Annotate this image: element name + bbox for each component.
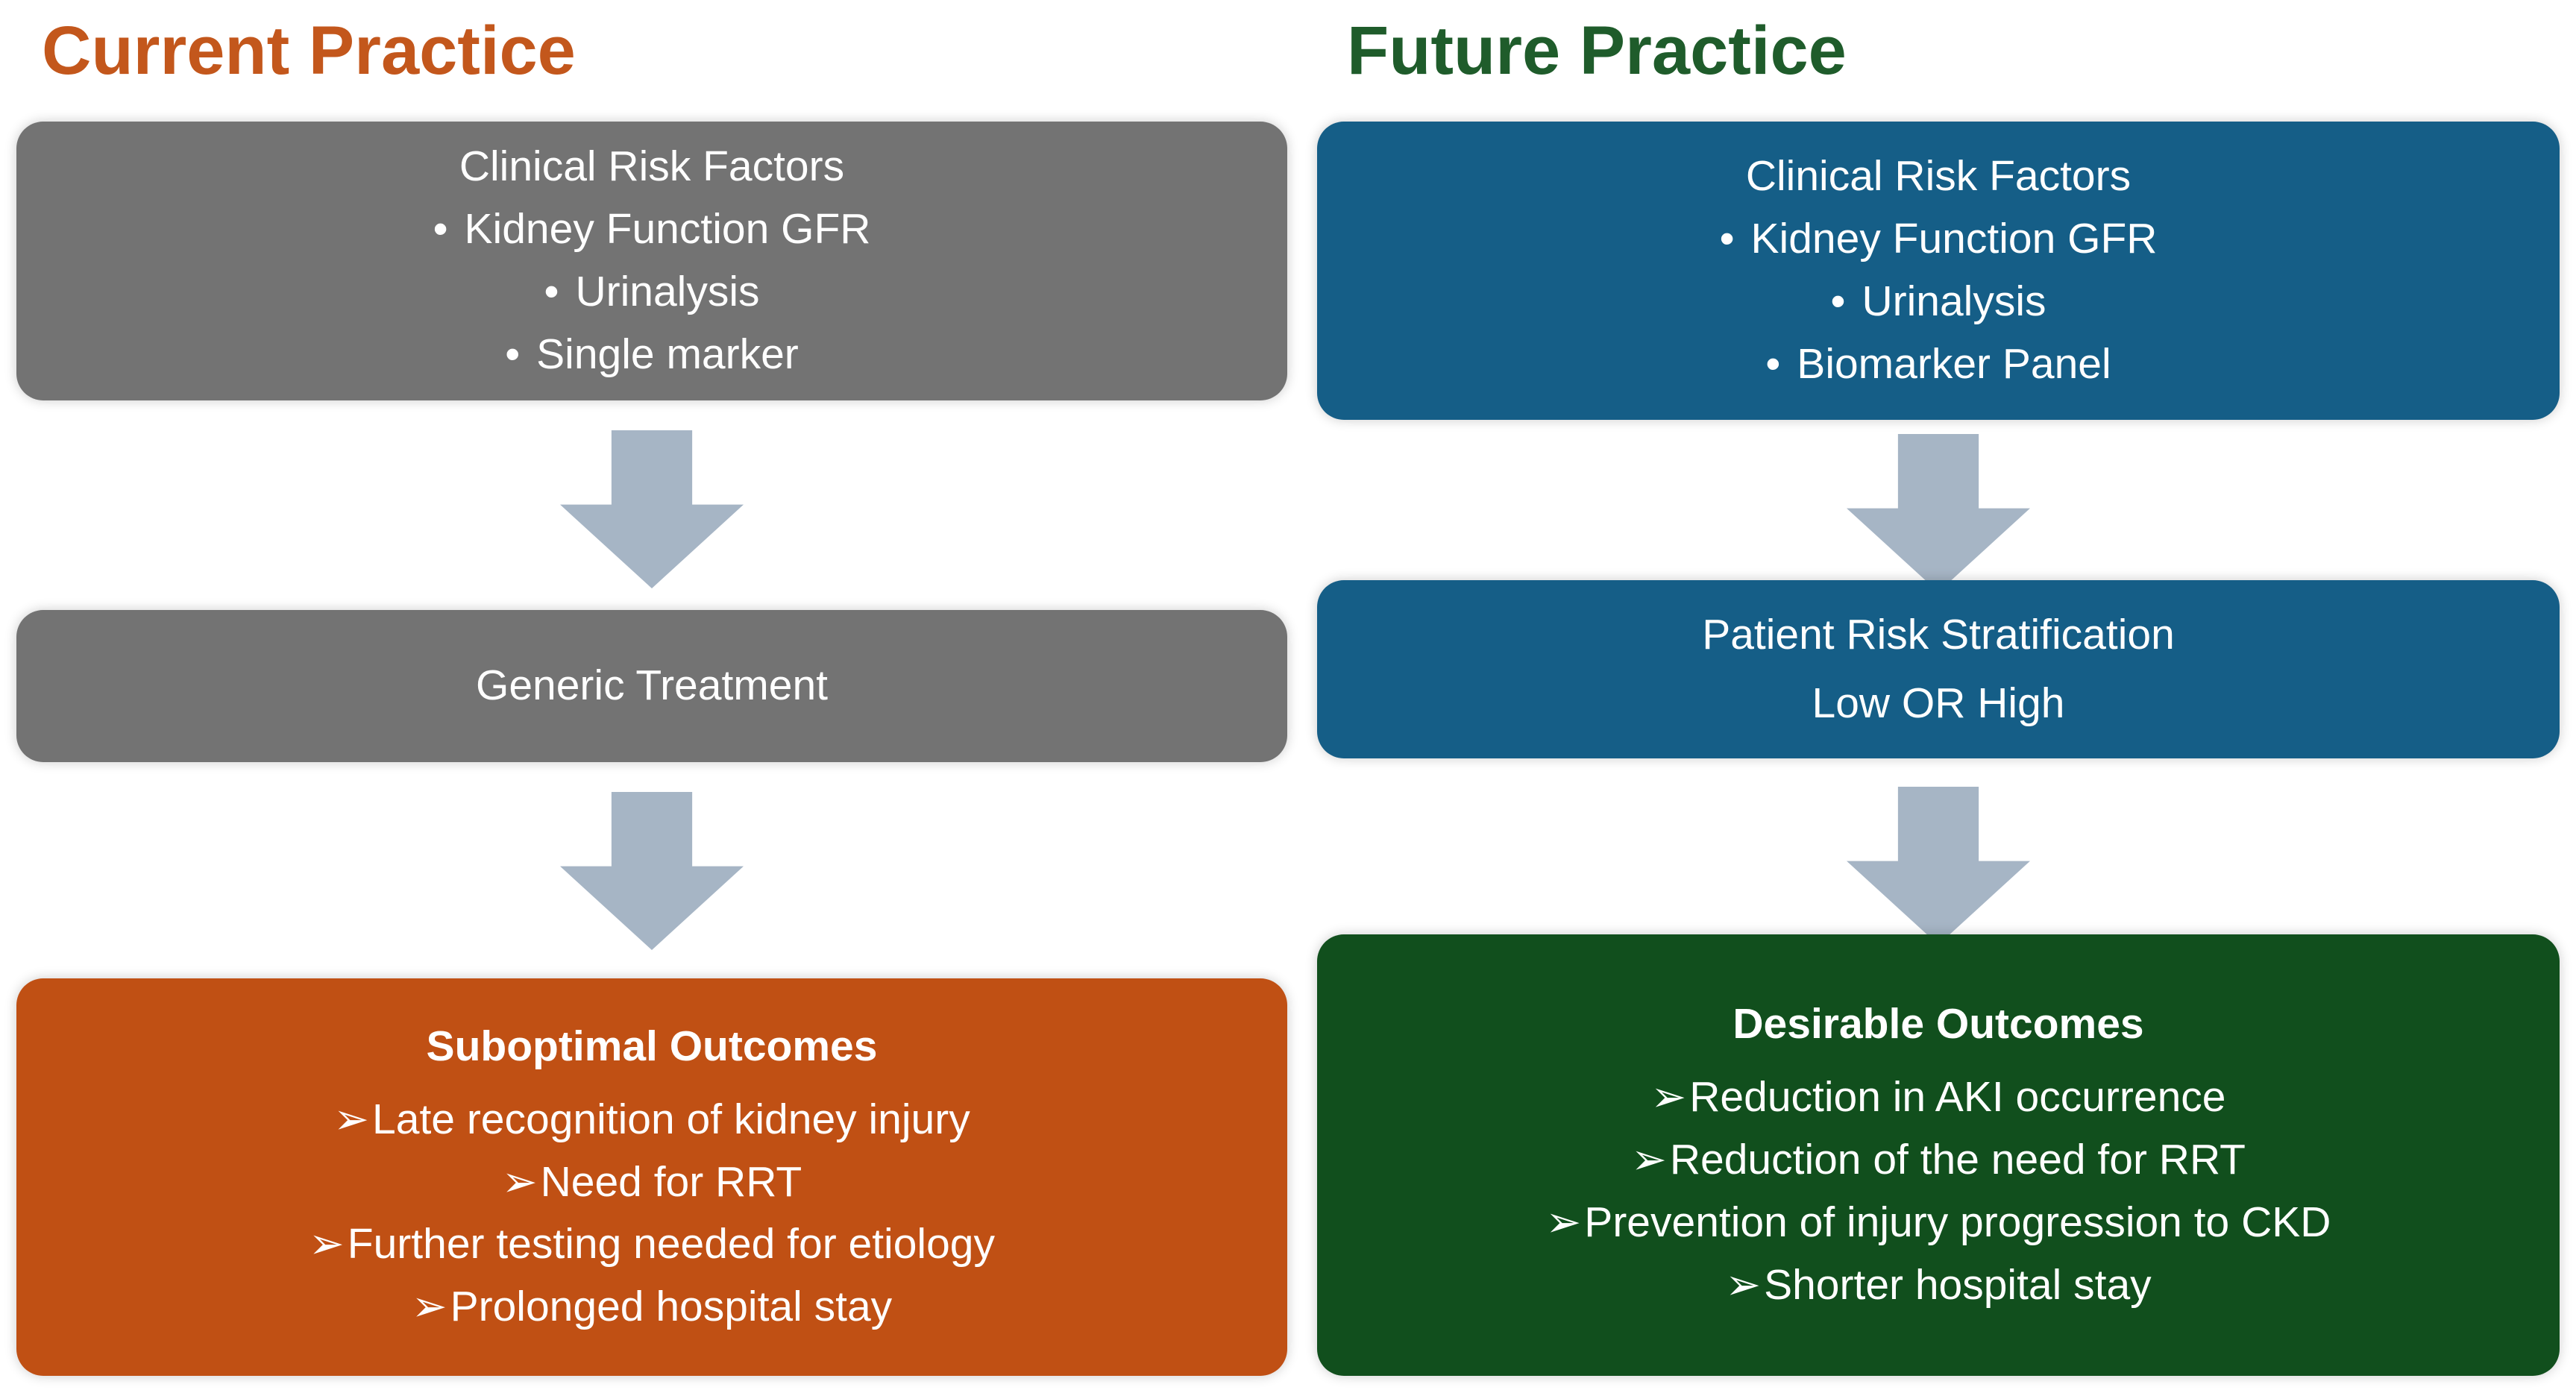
down-arrow-icon [1847, 787, 2030, 945]
bullet-text: Reduction of the need for RRT [1669, 1136, 2246, 1184]
desirable-outcomes-box: Desirable Outcomes ➢ Reduction in AKI oc… [1317, 934, 2560, 1376]
box-text: Patient Risk Stratification [1702, 610, 2175, 658]
down-arrow-icon [560, 430, 744, 588]
bullet-line: • Urinalysis [544, 268, 759, 316]
current-clinical-risk-factors-box: Clinical Risk Factors • Kidney Function … [16, 122, 1287, 400]
bullet-line: • Urinalysis [1830, 277, 2046, 326]
bullet-line: • Biomarker Panel [1765, 339, 2111, 389]
bullet-text: Late recognition of kidney injury [372, 1095, 970, 1143]
bullet-text: Kidney Function GFR [1750, 215, 2158, 263]
dot-bullet-icon: • [544, 268, 559, 315]
bullet-line: ➢ Further testing needed for etiology [309, 1221, 995, 1268]
down-arrow-icon [560, 792, 744, 950]
bullet-text: Kidney Function GFR [464, 205, 871, 254]
bullet-text: Shorter hospital stay [1764, 1260, 2152, 1309]
box-heading: Desirable Outcomes [1732, 1000, 2144, 1048]
dot-bullet-icon: • [505, 330, 521, 378]
patient-risk-stratification-box: Patient Risk Stratification Low OR High [1317, 580, 2560, 758]
bullet-text: Urinalysis [575, 268, 760, 315]
bullet-line: • Kidney Function GFR [1719, 215, 2158, 263]
bullet-text: Need for RRT [540, 1157, 802, 1206]
bullet-text: Prolonged hospital stay [450, 1283, 893, 1331]
arrowhead-bullet-icon: ➢ [411, 1283, 447, 1331]
bullet-text: Single marker [536, 330, 799, 378]
arrowhead-bullet-icon: ➢ [1545, 1198, 1582, 1246]
bullet-text: Prevention of injury progression to CKD [1584, 1198, 2331, 1246]
dot-bullet-icon: • [433, 205, 448, 254]
box-heading: Clinical Risk Factors [1745, 152, 2132, 201]
bullet-line: ➢ Shorter hospital stay [1725, 1260, 2152, 1309]
down-arrow-icon [1847, 434, 2030, 592]
box-text: Low OR High [1812, 679, 2065, 727]
future-clinical-risk-factors-box: Clinical Risk Factors • Kidney Function … [1317, 122, 2560, 420]
bullet-line: • Single marker [505, 330, 799, 379]
bullet-line: ➢ Reduction in AKI occurrence [1650, 1073, 2226, 1122]
current-practice-title: Current Practice [42, 13, 576, 89]
arrowhead-bullet-icon: ➢ [1725, 1260, 1762, 1309]
bullet-line: ➢ Prolonged hospital stay [412, 1283, 892, 1331]
bullet-text: Further testing needed for etiology [347, 1220, 995, 1268]
bullet-text: Reduction in AKI occurrence [1689, 1073, 2226, 1122]
box-heading: Clinical Risk Factors [459, 142, 845, 191]
bullet-line: ➢ Prevention of injury progression to CK… [1545, 1198, 2331, 1247]
bullet-text: Urinalysis [1862, 277, 2046, 325]
dot-bullet-icon: • [1719, 215, 1735, 263]
bullet-line: ➢ Reduction of the need for RRT [1631, 1136, 2246, 1184]
arrowhead-bullet-icon: ➢ [333, 1095, 370, 1143]
generic-treatment-box: Generic Treatment [16, 610, 1287, 762]
dot-bullet-icon: • [1765, 339, 1781, 388]
arrowhead-bullet-icon: ➢ [501, 1157, 538, 1206]
dot-bullet-icon: • [1830, 277, 1846, 325]
bullet-line: ➢ Need for RRT [501, 1157, 802, 1207]
bullet-text: Biomarker Panel [1797, 339, 2111, 388]
bullet-line: ➢ Late recognition of kidney injury [333, 1095, 970, 1144]
bullet-line: • Kidney Function GFR [433, 205, 871, 254]
suboptimal-outcomes-box: Suboptimal Outcomes ➢ Late recognition o… [16, 978, 1287, 1376]
box-text: Generic Treatment [475, 661, 829, 710]
box-heading: Suboptimal Outcomes [426, 1022, 878, 1070]
future-practice-title: Future Practice [1347, 13, 1847, 89]
arrowhead-bullet-icon: ➢ [1650, 1073, 1687, 1122]
arrowhead-bullet-icon: ➢ [1631, 1136, 1667, 1184]
arrowhead-bullet-icon: ➢ [309, 1220, 345, 1268]
